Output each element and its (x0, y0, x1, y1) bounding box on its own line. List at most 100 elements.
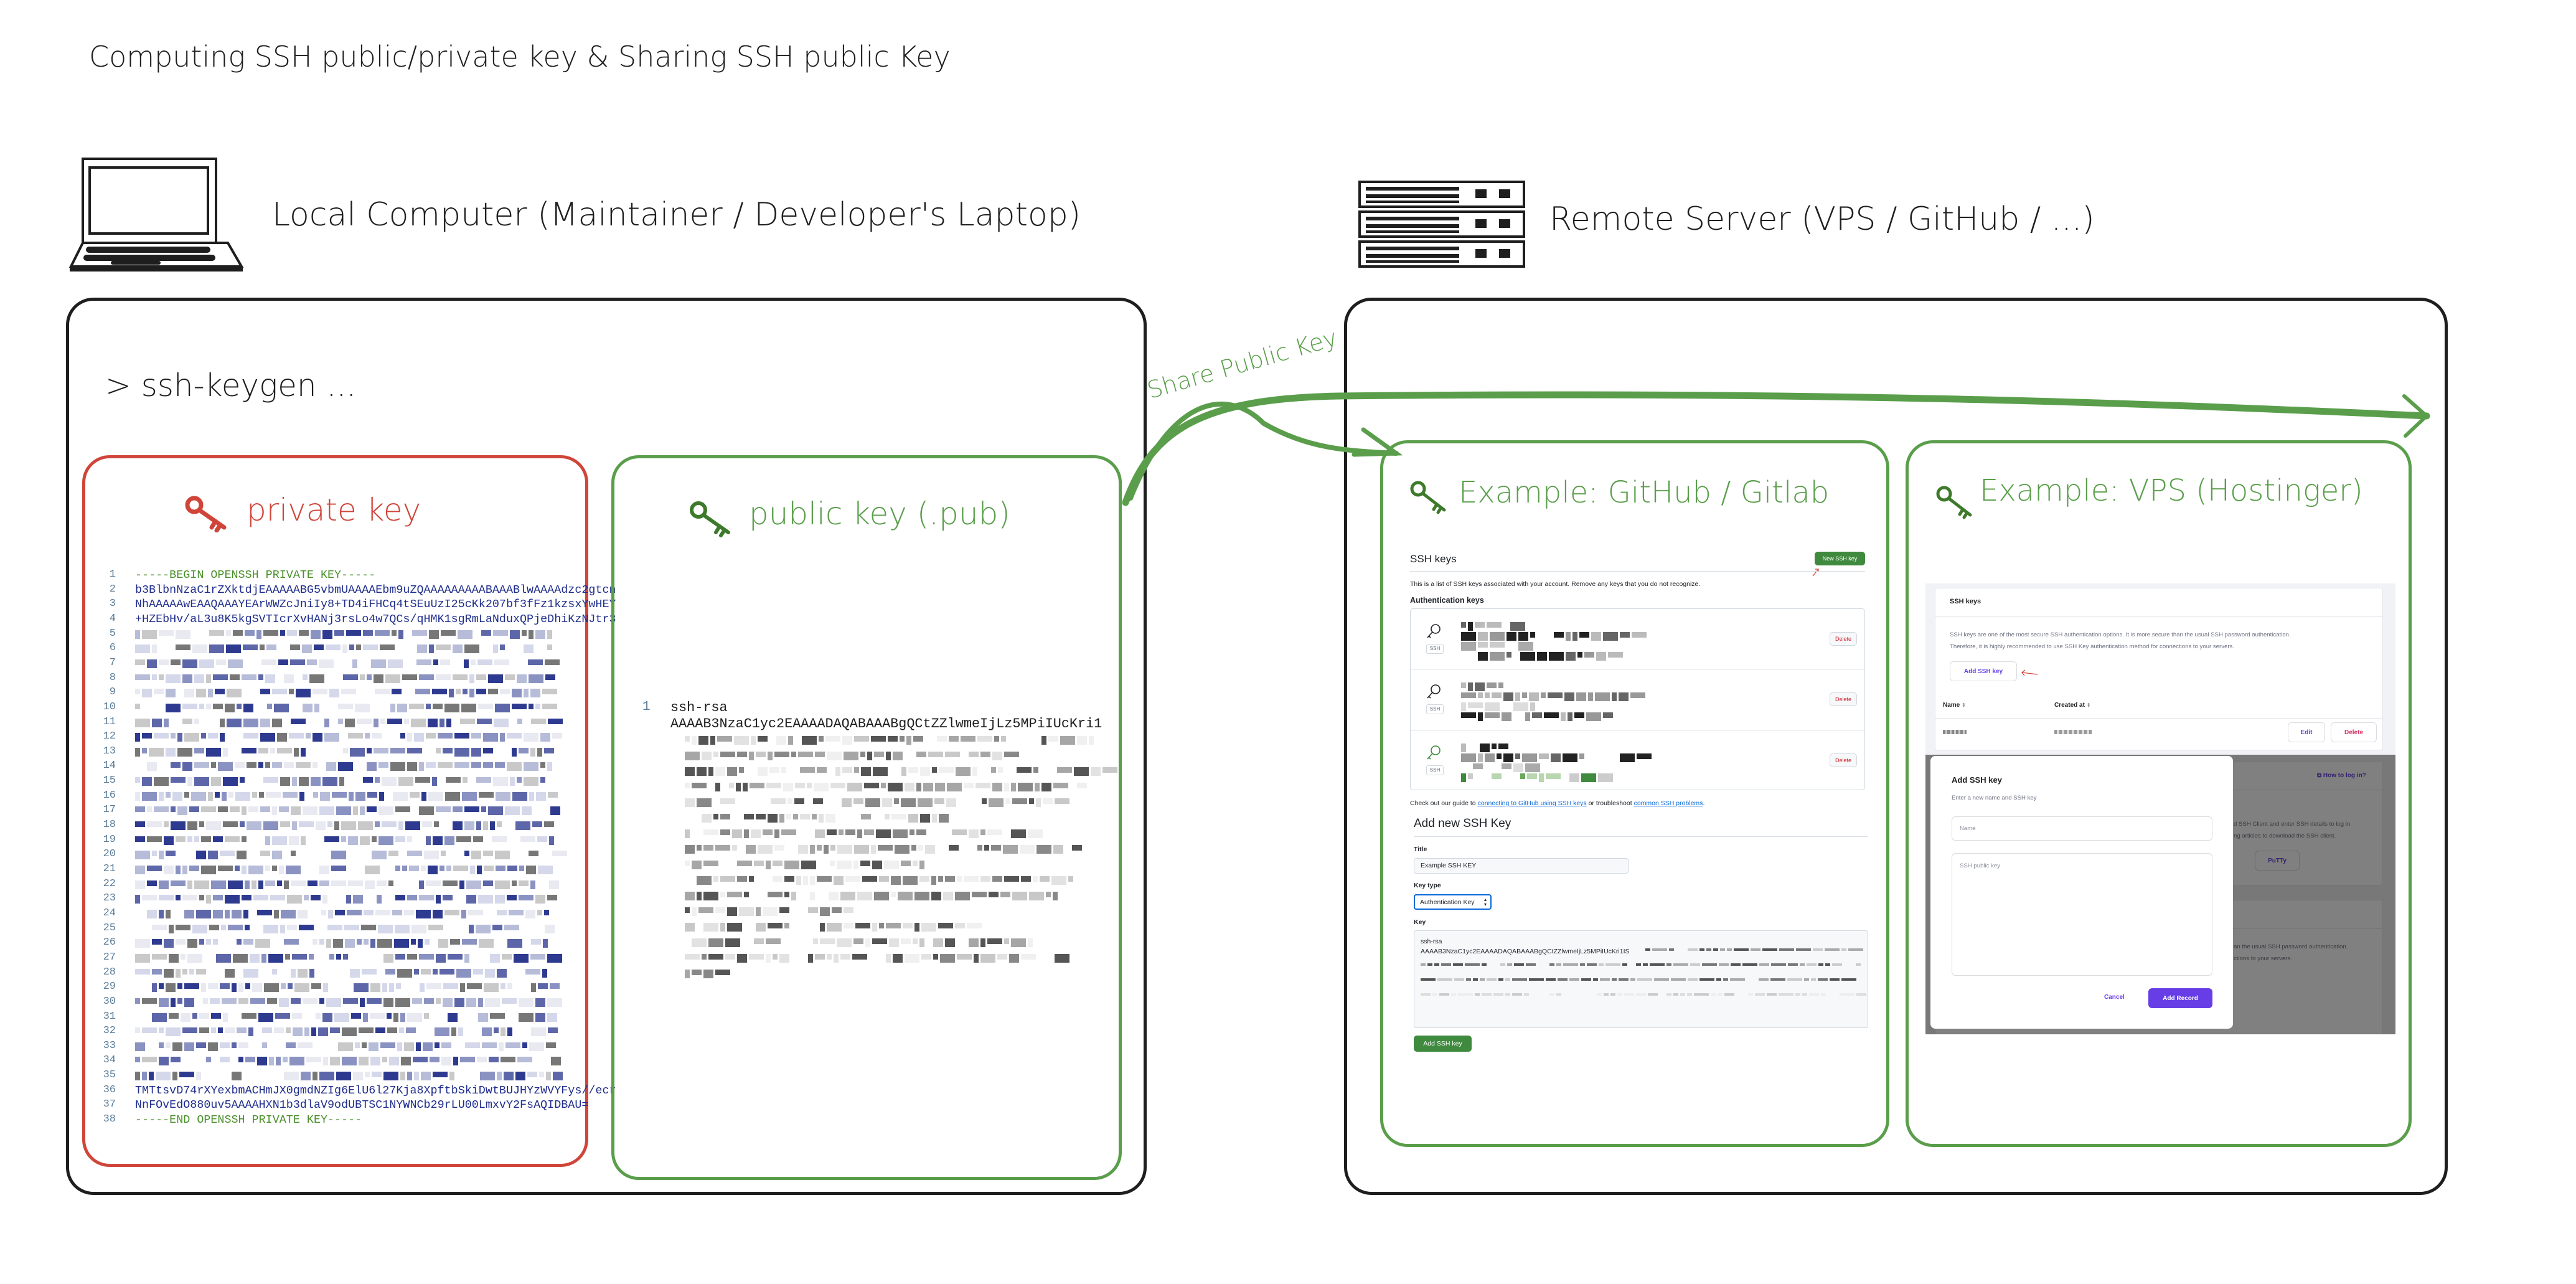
redacted-key-text (440, 968, 454, 975)
title-input[interactable]: Example SSH KEY (1414, 858, 1629, 874)
redacted-key-text (515, 821, 530, 831)
redacted-key-text (152, 674, 157, 680)
redacted-key-text (199, 939, 204, 945)
redacted-key-text (853, 938, 863, 944)
redacted-key-text (479, 939, 494, 948)
redacted-key-text (407, 851, 422, 857)
redacted-key-text (1564, 692, 1574, 702)
modal-name-input[interactable]: Name (1952, 816, 2212, 841)
redacted-key-text (242, 806, 247, 816)
redacted-key-text (302, 644, 312, 654)
redacted-key-text (464, 851, 469, 857)
redacted-key-text (303, 806, 317, 816)
divider (1935, 616, 2383, 617)
redacted-key-text (842, 798, 852, 807)
redacted-key-text (248, 1027, 253, 1037)
vps-bg-text: ng articles to download the SSH client. (2234, 833, 2336, 839)
redacted-key-text (1465, 963, 1480, 966)
redacted-key-text (980, 752, 990, 757)
redacted-key-text (359, 1027, 374, 1034)
redacted-key-text (454, 733, 469, 739)
redacted-key-text (228, 659, 243, 668)
how-to-login-link[interactable]: ⧉ How to log in? (2317, 772, 2366, 779)
redacted-key-text (208, 851, 218, 860)
line-number: 16 (103, 789, 116, 801)
sort-icon[interactable]: ⇕ (1962, 702, 1966, 708)
redacted-key-text (783, 783, 793, 791)
redacted-key-text (1620, 632, 1630, 638)
redacted-key-text (1053, 783, 1068, 788)
redacted-key-text (331, 866, 346, 871)
ssh-badge: SSH (1426, 644, 1444, 654)
redacted-key-text (507, 939, 522, 948)
redacted-key-text (524, 689, 529, 698)
redacted-key-text (199, 1027, 209, 1034)
redacted-key-text (182, 895, 197, 901)
modal-ssh-key-textarea[interactable]: SSH public key (1952, 853, 2212, 976)
redacted-key-text (495, 703, 510, 712)
key-type-select[interactable]: Authentication Key▴▾ (1414, 894, 1492, 910)
redacted-key-text (698, 907, 713, 913)
redacted-key-text (1532, 712, 1542, 719)
redacted-key-text (1549, 652, 1564, 661)
redacted-key-text (933, 938, 943, 947)
redacted-key-text (402, 866, 407, 871)
redacted-key-text (274, 1027, 284, 1034)
key-code-line: NhAAAAAwEAAQAAAYEArWWZcJniIy8+TD4iFHCq4t… (135, 598, 616, 611)
redacted-key-text (1468, 773, 1473, 779)
redacted-key-text (980, 938, 985, 947)
modal-add-record-button[interactable]: Add Record (2148, 988, 2212, 1008)
redacted-key-text (225, 909, 230, 918)
redacted-key-text (365, 880, 375, 889)
redacted-key-text (135, 718, 150, 727)
vps-delete-button[interactable]: Delete (2331, 722, 2377, 742)
modal-cancel-button[interactable]: Cancel (2104, 994, 2125, 1001)
redacted-key-text (280, 630, 285, 636)
redacted-key-text (710, 736, 715, 745)
redacted-key-text (355, 791, 365, 801)
putty-button[interactable]: PuTTy (2255, 851, 2300, 871)
redacted-key-text (182, 718, 192, 724)
add-ssh-key-submit-button[interactable]: Add SSH key (1414, 1036, 1472, 1052)
redacted-key-text (252, 791, 257, 798)
redacted-key-text (964, 783, 974, 788)
vps-add-ssh-key-button[interactable]: Add SSH key (1950, 661, 2017, 681)
sort-icon[interactable]: ⇕ (2086, 702, 2091, 708)
redacted-key-text (1520, 652, 1535, 661)
delete-key-button[interactable]: Delete (1830, 753, 1857, 767)
vps-edit-button[interactable]: Edit (2288, 722, 2325, 742)
redacted-key-text (154, 806, 169, 813)
ssh-key-list (1410, 608, 1865, 790)
redacted-key-text (1548, 692, 1563, 699)
redacted-key-text (756, 752, 766, 757)
redacted-key-text (1497, 753, 1502, 759)
redacted-key-text (1840, 993, 1854, 996)
redacted-key-text (206, 1057, 211, 1063)
redacted-key-text (855, 923, 870, 928)
delete-key-button[interactable]: Delete (1830, 632, 1857, 646)
delete-key-button[interactable]: Delete (1830, 692, 1857, 707)
red-arrow-annotation (1812, 569, 1819, 577)
line-number: 18 (103, 819, 116, 831)
guide-link-connecting[interactable]: connecting to GitHub using SSH keys (1477, 800, 1587, 807)
github-panel (1380, 440, 1889, 1147)
redacted-key-text (1699, 978, 1714, 981)
redacted-key-text (994, 736, 999, 742)
redacted-key-text (512, 747, 517, 757)
redacted-key-text (685, 861, 690, 866)
new-ssh-key-button[interactable]: New SSH key (1815, 552, 1865, 565)
redacted-key-text (1041, 736, 1046, 745)
redacted-key-text (306, 1057, 321, 1063)
redacted-key-text (1637, 978, 1652, 981)
redacted-key-text (548, 718, 563, 724)
redacted-key-text (428, 791, 443, 801)
redacted-key-text (172, 1042, 182, 1051)
redacted-key-text (332, 791, 347, 798)
key-textarea[interactable]: ssh-rsa AAAAB3NzaC1yc2EAAAADAQABAAABgQCt… (1414, 930, 1868, 1028)
redacted-key-text (1017, 767, 1032, 773)
redacted-key-text (272, 836, 287, 845)
redacted-key-text (488, 674, 503, 683)
guide-link-problems[interactable]: common SSH problems (1634, 800, 1703, 807)
redacted-key-text (819, 814, 824, 823)
redacted-key-text (142, 791, 157, 801)
